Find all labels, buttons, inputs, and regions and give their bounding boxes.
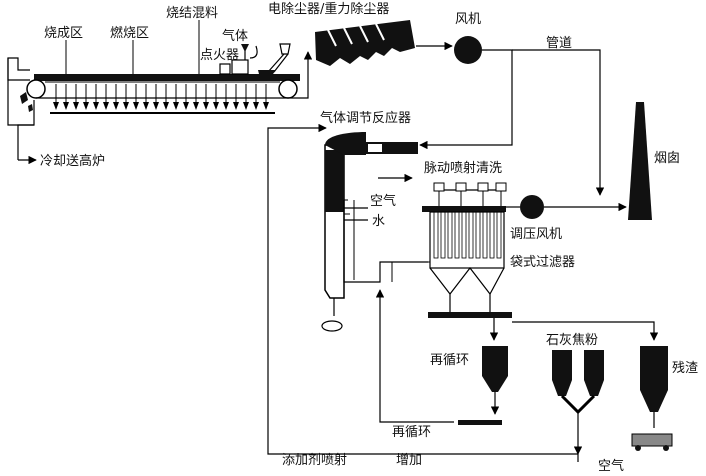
reactor-outlet <box>321 320 343 332</box>
label-air: 空气 <box>370 193 396 209</box>
windbox-arrow-head <box>263 102 269 110</box>
label-recycle: 再循环 <box>430 353 469 368</box>
pulse-jet-nozzles <box>433 182 507 206</box>
mixer <box>458 420 502 425</box>
windbox-arrows <box>53 84 269 110</box>
feed-hopper <box>279 43 291 55</box>
label-air-bottom: 空气 <box>598 458 624 474</box>
igniter <box>219 63 231 75</box>
label-cooling: 冷却送高炉 <box>40 153 105 169</box>
label-booster-fan: 调压风机 <box>510 227 562 242</box>
filter-bag <box>475 211 481 259</box>
windbox-arrow-head <box>83 102 89 110</box>
right-pulley <box>278 79 298 99</box>
windbox-arrow-head <box>103 102 109 110</box>
booster-fan <box>520 195 544 219</box>
filter-bag <box>482 211 488 259</box>
filter-bag <box>454 211 460 259</box>
windbox-arrow-head <box>93 102 99 110</box>
filter-bag <box>440 211 446 259</box>
windbox-arrow-head <box>213 102 219 110</box>
windbox-arrow-head <box>63 102 69 110</box>
windbox-arrow-head <box>113 102 119 110</box>
label-combustion-zone: 燃烧区 <box>110 25 149 41</box>
filter-bag <box>433 211 439 259</box>
label-lime-coke: 石灰焦粉 <box>546 333 598 348</box>
windbox-arrow-head <box>143 102 149 110</box>
label-water: 水 <box>372 214 385 229</box>
gas-valve <box>241 44 249 52</box>
windbox-arrow-head <box>253 102 259 110</box>
windbox-arrow-head <box>153 102 159 110</box>
electrostatic-precipitator <box>315 20 415 66</box>
lime-coke-silos <box>552 350 604 455</box>
label-bag-filter: 袋式过滤器 <box>510 255 575 270</box>
sinter-machine <box>7 20 313 165</box>
screw-conveyor <box>428 312 512 318</box>
windbox-arrow-head <box>223 102 229 110</box>
windbox-arrow-head <box>243 102 249 110</box>
residue-silo <box>631 346 673 451</box>
label-increase: 增加 <box>396 453 422 468</box>
label-recycle-2: 再循环 <box>392 425 431 440</box>
windbox-arrow-head <box>163 102 169 110</box>
label-additive-injection: 添加剂喷射 <box>282 452 347 468</box>
recycle-silo <box>482 346 508 415</box>
filter-bag <box>447 211 453 259</box>
filter-bag <box>489 211 495 259</box>
windbox-arrow-head <box>53 102 59 110</box>
label-duct: 管道 <box>546 36 572 51</box>
duct-to-stack <box>512 49 605 196</box>
filter-bag <box>468 211 474 259</box>
truck <box>631 433 673 447</box>
chimney <box>628 102 652 220</box>
label-pulse-jet: 脉动喷射清洗 <box>424 160 502 176</box>
label-gas-conditioning-reactor: 气体调节反应器 <box>320 110 411 126</box>
label-sinter-mix: 烧结混料 <box>166 6 218 21</box>
additive-injection-line <box>267 123 578 455</box>
gas-conditioning-reactor <box>321 132 418 332</box>
label-sintered-zone: 烧成区 <box>44 26 83 41</box>
label-igniter: 点火器 <box>200 48 239 63</box>
left-pulley <box>26 79 46 99</box>
bag-filter <box>422 206 506 312</box>
windbox-arrow-head <box>123 102 129 110</box>
falling-sinter <box>20 92 28 104</box>
windbox-arrow-head <box>193 102 199 110</box>
windbox-arrow-head <box>173 102 179 110</box>
label-fan: 风机 <box>455 12 481 27</box>
label-gas: 气体 <box>222 28 248 44</box>
windbox-arrow-head <box>233 102 239 110</box>
duct-to-reactor <box>419 49 513 150</box>
filter-bag <box>461 211 467 259</box>
filter-bag <box>496 211 502 259</box>
main-fan <box>454 36 482 64</box>
windbox-arrow-head <box>73 102 79 110</box>
windbox-arrow-head <box>183 102 189 110</box>
label-residue: 残渣 <box>672 361 698 376</box>
windbox-arrow-head <box>203 102 209 110</box>
label-stack: 烟囱 <box>654 151 680 166</box>
label-precipitator: 电除尘器/重力除尘器 <box>268 1 389 17</box>
windbox-arrow-head <box>133 102 139 110</box>
recycle-line <box>375 289 454 423</box>
